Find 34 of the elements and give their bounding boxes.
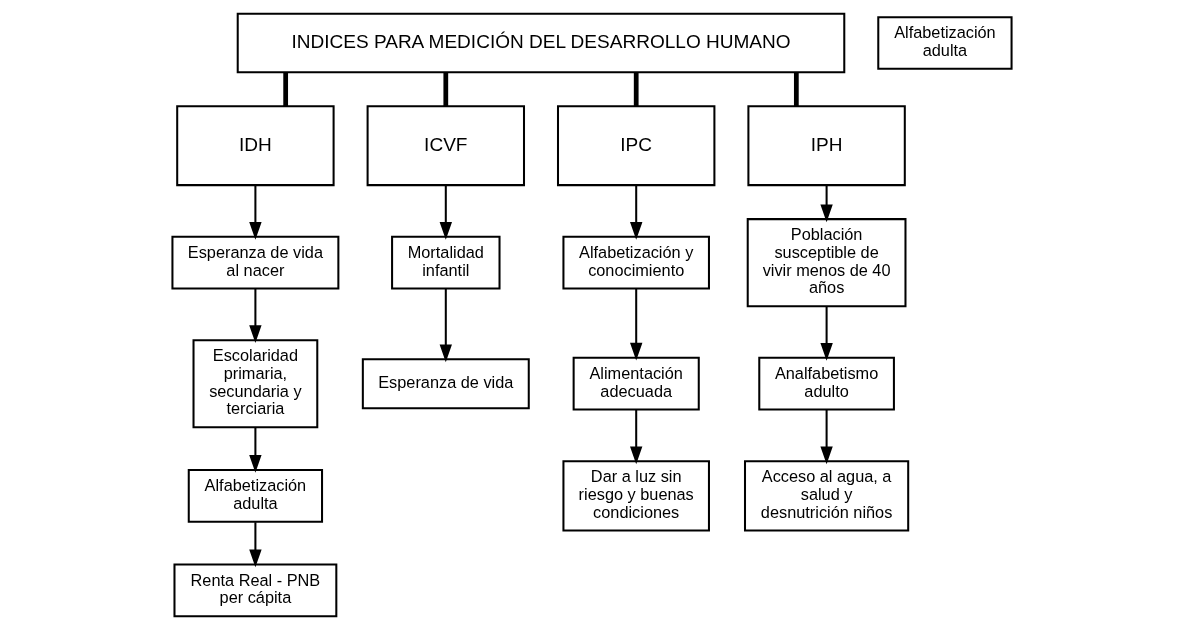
node-box: Dar a luz sin riesgo y buenas condiciones bbox=[561, 460, 710, 532]
connector bbox=[442, 72, 448, 107]
node-box: Mortalidad infantil bbox=[390, 235, 501, 290]
arrow bbox=[629, 409, 642, 465]
node-box: Escolaridad primaria, secundaria y terciaria bbox=[192, 339, 318, 429]
node-box: Alfabetización adulta bbox=[187, 469, 323, 523]
arrow bbox=[819, 409, 833, 465]
arrow bbox=[439, 288, 452, 363]
arrow bbox=[819, 185, 833, 223]
arrow bbox=[629, 185, 642, 240]
node-box: Esperanza de vida bbox=[361, 358, 530, 410]
node-box: IPC bbox=[556, 105, 715, 187]
connector bbox=[633, 72, 639, 107]
node-box: IDH bbox=[175, 105, 335, 187]
connector bbox=[282, 72, 288, 107]
arrow bbox=[439, 185, 452, 240]
node-box: Acceso al agua, a salud y desnutrición niños bbox=[743, 460, 909, 532]
connector bbox=[793, 72, 799, 107]
node-box: ICVF bbox=[366, 105, 525, 187]
node-box: Alfabetización y conocimiento bbox=[561, 235, 710, 290]
node-box: Renta Real - PNB per cápita bbox=[172, 563, 337, 618]
arrow bbox=[629, 288, 642, 361]
arrow bbox=[248, 288, 262, 343]
node-box: Alfabetización adulta bbox=[876, 16, 1013, 70]
arrow bbox=[248, 522, 262, 568]
arrow bbox=[248, 185, 262, 240]
node-box: INDICES PARA MEDICIÓN DEL DESARROLLO HUMANO bbox=[236, 12, 845, 74]
arrow bbox=[248, 427, 262, 473]
node-box: IPH bbox=[746, 105, 906, 187]
node-box: Esperanza de vida al nacer bbox=[170, 235, 339, 290]
node-box: Analfabetismo adulto bbox=[757, 356, 895, 411]
node-box: Población susceptible de vivir menos de 40 años bbox=[746, 218, 906, 308]
node-box: Alimentación adecuada bbox=[572, 356, 700, 411]
arrow bbox=[819, 306, 833, 361]
